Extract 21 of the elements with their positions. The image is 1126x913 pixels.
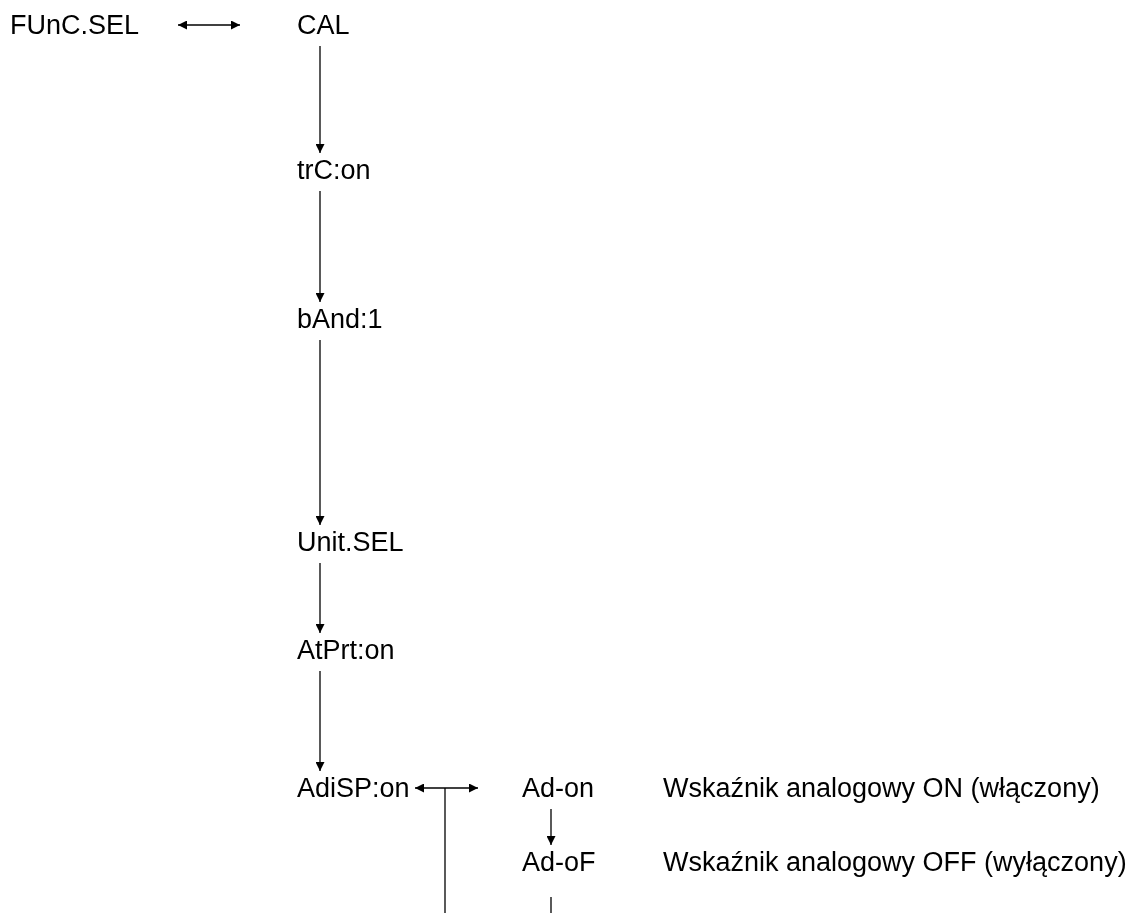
menu-item-label: AtPrt:on	[297, 635, 395, 665]
arrow	[315, 190, 325, 303]
menu-item-label: Ad-on	[522, 773, 596, 803]
menu-item-label: CAL	[297, 10, 350, 40]
arrow	[414, 783, 479, 793]
menu-item-label: bAnd:1	[297, 304, 383, 334]
arrow	[315, 339, 325, 526]
connector-line	[444, 787, 446, 913]
arrow	[315, 562, 325, 634]
menu-item-label: FUnC.SEL	[10, 10, 140, 40]
arrow	[546, 808, 556, 846]
menu-item-label: AdiSP:on	[297, 773, 410, 803]
description-text: Wskaźnik analogowy OFF (wyłączony)	[663, 847, 1126, 877]
menu-item-label: Unit.SEL	[297, 527, 404, 557]
menu-item-label: trC:on	[297, 155, 371, 185]
description-text: Wskaźnik analogowy ON (włączony)	[663, 773, 1100, 803]
arrow	[315, 45, 325, 154]
arrow	[177, 20, 241, 30]
menu-item-label: Ad-oF	[522, 847, 597, 877]
arrow	[315, 670, 325, 772]
connector-line	[550, 896, 552, 913]
